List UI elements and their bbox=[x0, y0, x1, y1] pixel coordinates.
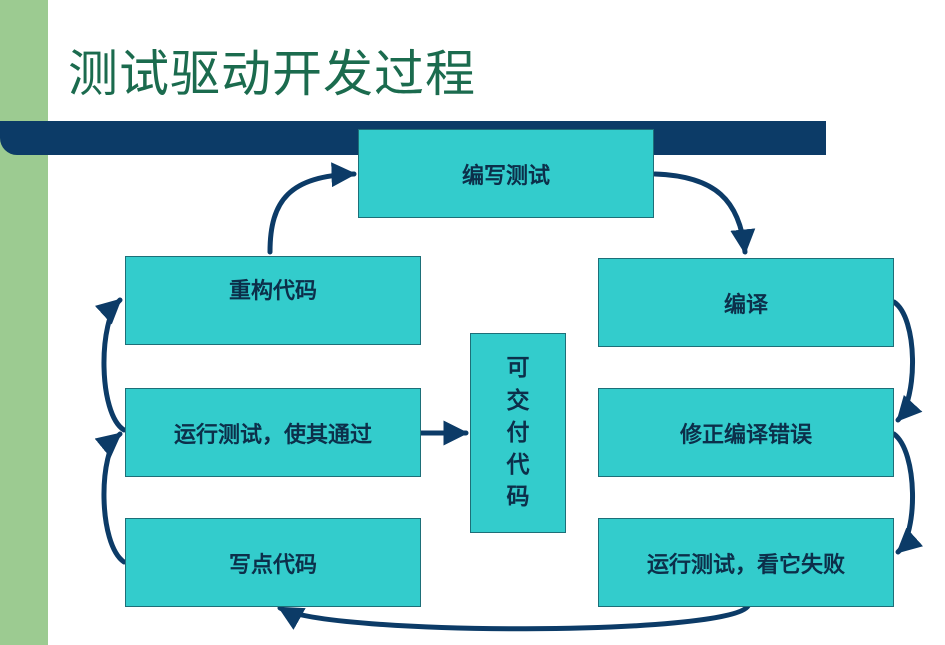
box-label: 修正编译错误 bbox=[679, 422, 812, 448]
box-label: 重构代码 bbox=[228, 279, 317, 304]
arrow-run-fail-to-write-code bbox=[277, 603, 751, 632]
arrow-compile-to-fix-errors bbox=[891, 299, 923, 423]
slide-title: 测试驱动开发过程 bbox=[68, 45, 476, 103]
box-label: 运行测试，使其通过 bbox=[173, 422, 372, 448]
arrow-write-code-to-run-pass bbox=[94, 431, 127, 565]
box-label: 写点代码 bbox=[228, 552, 317, 578]
arrow-write-test-to-compile bbox=[652, 171, 756, 255]
arrow-fix-errors-to-run-fail bbox=[891, 431, 924, 555]
box-run-pass: 运行测试，使其通过 bbox=[125, 388, 421, 477]
box-write-code: 写点代码 bbox=[125, 518, 421, 607]
box-label: 编写测试 bbox=[461, 163, 550, 189]
box-label: 编译 bbox=[723, 292, 768, 318]
box-fix-errors: 修正编译错误 bbox=[598, 388, 894, 477]
box-write-test: 编写测试 bbox=[358, 129, 654, 218]
box-label: 可交付代码 bbox=[506, 355, 530, 511]
box-run-fail: 运行测试，看它失败 bbox=[598, 518, 894, 607]
box-label: 运行测试，看它失败 bbox=[646, 552, 845, 578]
side-strip bbox=[0, 0, 48, 645]
arrow-run-pass-to-refactor bbox=[94, 297, 127, 433]
box-compile: 编译 bbox=[598, 258, 894, 347]
box-deliverable: 可交付代码 bbox=[470, 333, 566, 533]
arrow-refactor-to-write-test bbox=[267, 162, 357, 255]
box-refactor: 重构代码 bbox=[125, 256, 421, 345]
